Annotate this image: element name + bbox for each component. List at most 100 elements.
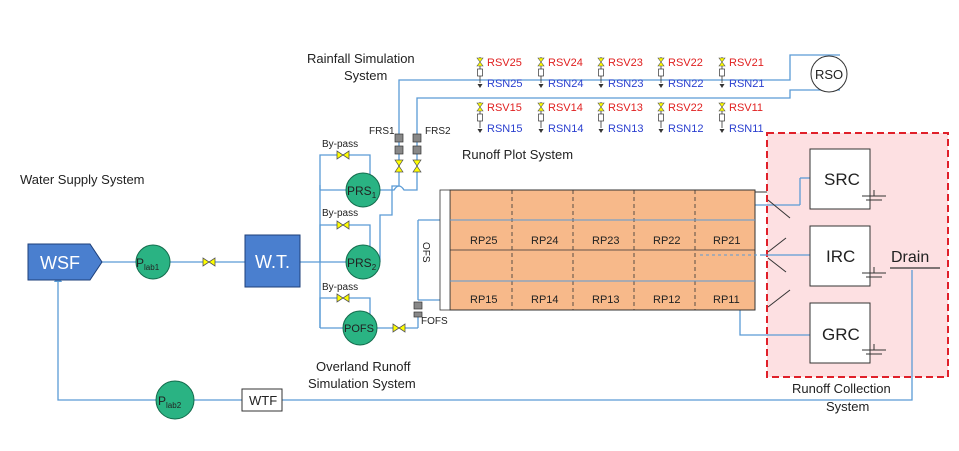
rsn-nozzle-icon — [477, 68, 483, 77]
rsv-valve-icon — [718, 57, 726, 63]
pump-prs2-label: PRS2 — [347, 256, 377, 272]
rsn-nozzle-tip-icon — [538, 84, 544, 88]
rsv-label: RSV13 — [608, 102, 643, 114]
rsv-valve-icon — [718, 61, 726, 67]
wtf-box — [241, 388, 283, 412]
collection-label-line1: Runoff Collection — [792, 381, 891, 396]
drain-label: Drain — [891, 249, 929, 266]
rsn-nozzle-icon — [719, 68, 725, 77]
irc-tank — [809, 225, 871, 287]
pump-pofs-label: POFS — [344, 323, 374, 335]
ofs-label: OFS — [420, 242, 431, 263]
plot-rp13: RP13 — [592, 294, 620, 306]
plot-header-strip — [439, 189, 451, 311]
collection-label-line2: System — [826, 399, 869, 414]
wsf-label: WSF — [40, 253, 80, 273]
rsn-nozzle-tip-icon — [477, 84, 483, 88]
rsv-valve-icon — [718, 106, 726, 112]
rainfall-label-line2: System — [344, 68, 387, 83]
plot-rp14: RP14 — [531, 294, 559, 306]
irc-label: IRC — [826, 247, 855, 266]
rsn-label: RSN25 — [487, 78, 522, 90]
rsv-label: RSV22 — [668, 57, 703, 69]
rsv-label: RSV22 — [668, 102, 703, 114]
rso-label: RSO — [815, 67, 843, 82]
bypass-label-2: By-pass — [322, 208, 358, 219]
rsn-nozzle-icon — [658, 68, 664, 77]
frs2-label: FRS2 — [425, 126, 451, 137]
pump-pofs — [342, 310, 378, 346]
bypass-label-1: By-pass — [322, 139, 358, 150]
rsn-nozzle-tip-icon — [598, 84, 604, 88]
pump-lab1-label: Plab1 — [136, 256, 160, 272]
water-supply-label: Water Supply System — [20, 172, 145, 187]
water-tank — [244, 234, 301, 288]
rsv-valve-icon — [657, 61, 665, 67]
rsv-label: RSV14 — [548, 102, 583, 114]
rsv-label: RSV21 — [729, 57, 764, 69]
rsn-nozzle-tip-icon — [538, 129, 544, 133]
pump-prs1 — [345, 172, 381, 208]
rsn-label: RSN11 — [729, 123, 764, 135]
frs1-label: FRS1 — [369, 126, 395, 137]
rsn-nozzle-tip-icon — [477, 129, 483, 133]
rsn-label: RSN15 — [487, 123, 522, 135]
rsv-valve-icon — [537, 106, 545, 112]
rsv-valve-icon — [537, 61, 545, 67]
rsv-valve-icon — [657, 102, 665, 108]
rsv-valve-icon — [476, 106, 484, 112]
rsn-nozzle-icon — [538, 113, 544, 122]
grc-label: GRC — [822, 325, 860, 344]
rsv-label: RSV15 — [487, 102, 522, 114]
fofs-sensors — [413, 301, 423, 318]
rsv-valve-icon — [476, 102, 484, 108]
plot-rp15: RP15 — [470, 294, 498, 306]
rsn-nozzle-icon — [598, 68, 604, 77]
overland-label-line2: Simulation System — [308, 376, 416, 391]
src-label: SRC — [824, 170, 860, 189]
level-sensor-icons — [862, 190, 886, 355]
plot-labels: RP25 RP24 RP23 RP22 RP21 RP15 RP14 RP13 … — [470, 235, 741, 306]
rsv-valve-icon — [597, 57, 605, 63]
src-tank — [809, 148, 871, 210]
rsn-label: RSN14 — [548, 123, 583, 135]
rsn-nozzle-icon — [719, 113, 725, 122]
plot-rp12: RP12 — [653, 294, 681, 306]
rsn-nozzle-icon — [477, 113, 483, 122]
rsn-nozzle-tip-icon — [658, 84, 664, 88]
plot-rp25: RP25 — [470, 235, 498, 247]
rainfall-label-line1: Rainfall Simulation — [307, 51, 415, 66]
rsn-nozzle-tip-icon — [598, 129, 604, 133]
plot-rp24: RP24 — [531, 235, 559, 247]
rsn-nozzle-tip-icon — [719, 84, 725, 88]
plot-dividers — [450, 190, 755, 310]
plot-rp23: RP23 — [592, 235, 620, 247]
rso-outlet — [810, 55, 848, 93]
rsv-label: RSV25 — [487, 57, 522, 69]
wtf-label: WTF — [249, 393, 277, 408]
bypass-label-3: By-pass — [322, 282, 358, 293]
rsv-valve-icon — [718, 102, 726, 108]
rsv-valve-icon — [537, 57, 545, 63]
rsv-valve-icon — [476, 61, 484, 67]
rsn-label: RSN23 — [608, 78, 643, 90]
pump-lab2 — [155, 380, 195, 420]
outlet-flaps — [755, 191, 791, 308]
wt-label: W.T. — [255, 252, 290, 272]
rsv-valve-icon — [476, 57, 484, 63]
bypass-valve-icons — [336, 150, 406, 333]
plot-internal-flow — [450, 219, 760, 282]
rsv-valve-icon — [597, 106, 605, 112]
pump-prs1-label: PRS1 — [347, 184, 377, 200]
rsn-nozzle-tip-icon — [658, 129, 664, 133]
